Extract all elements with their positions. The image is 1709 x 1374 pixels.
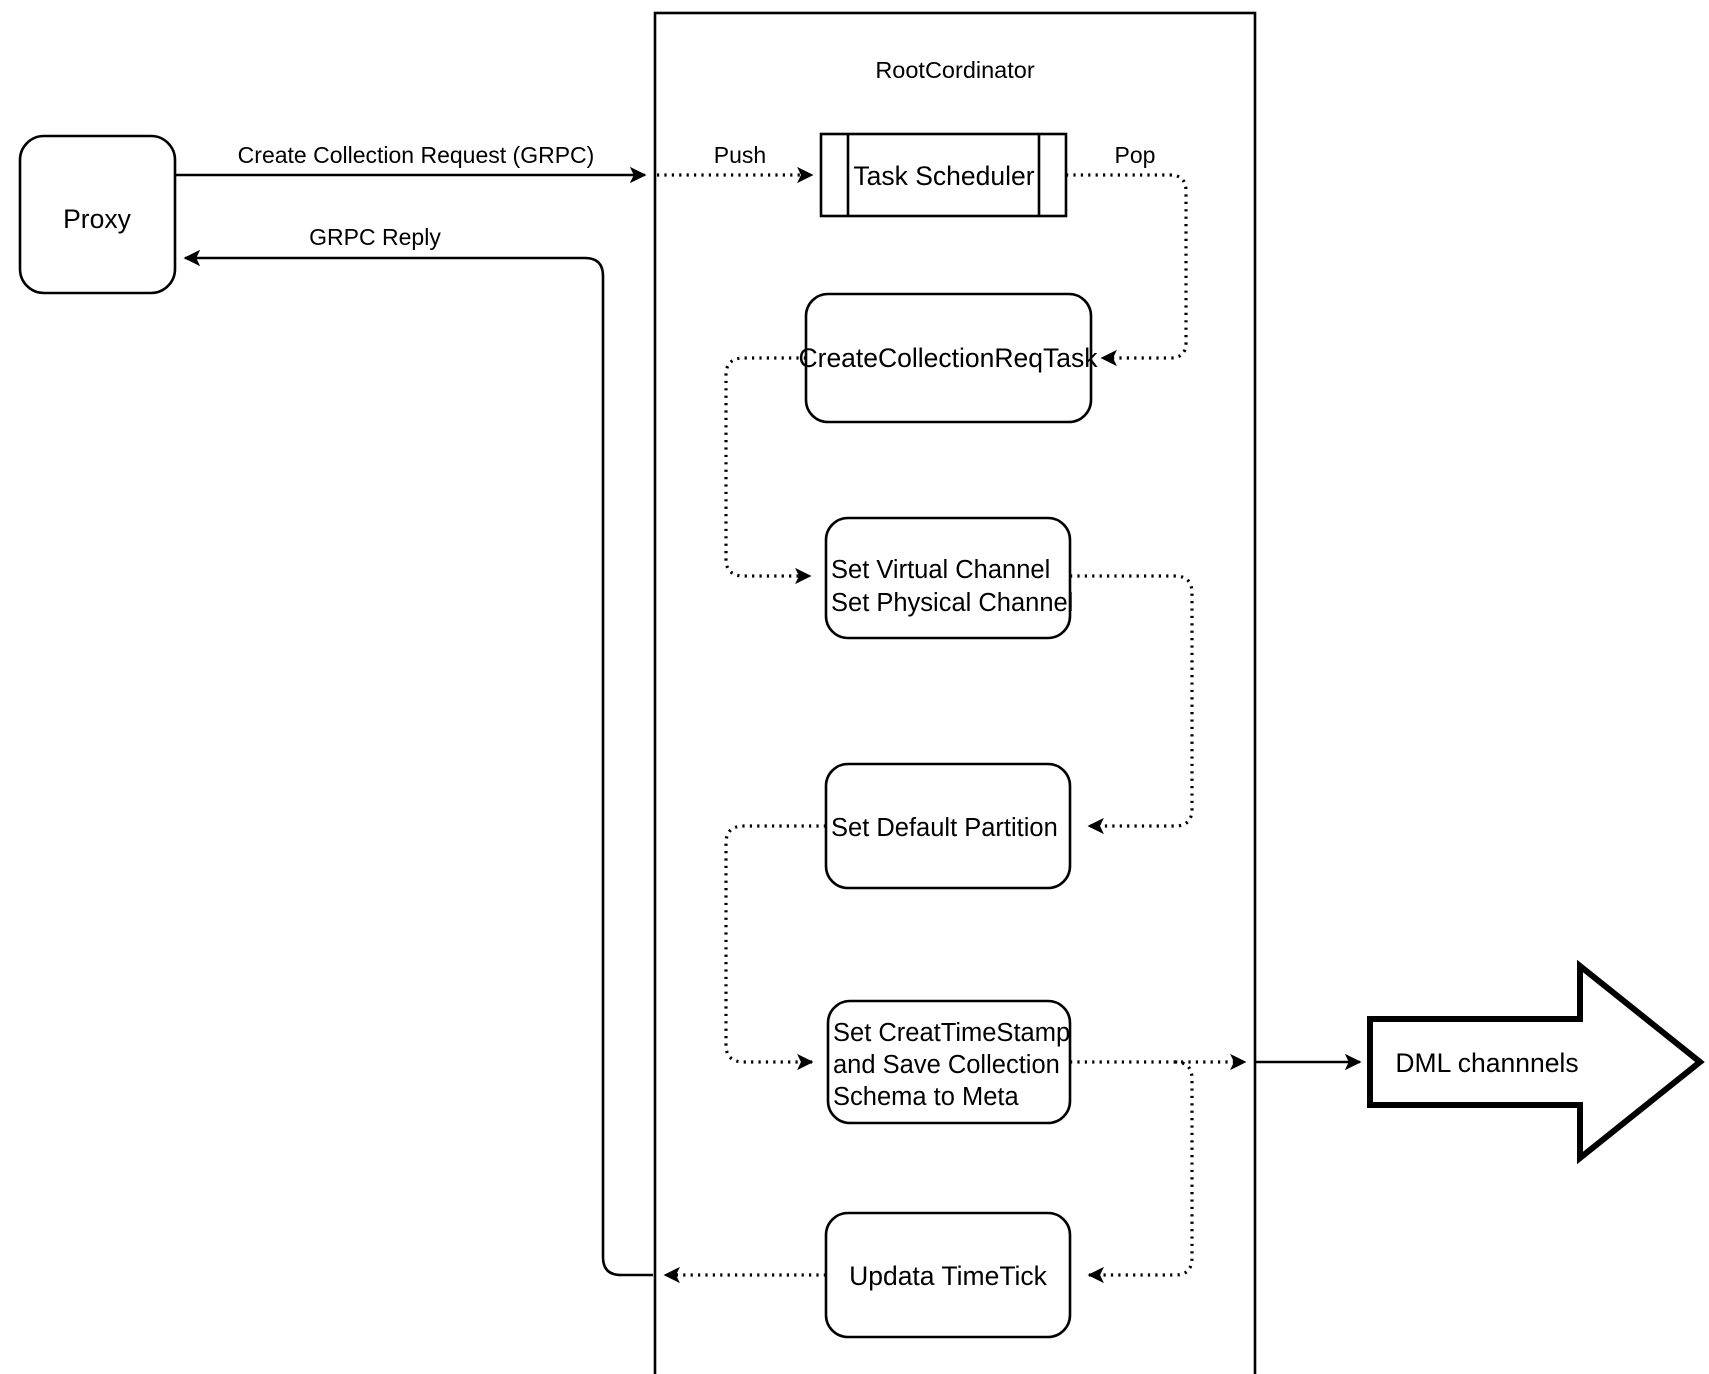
edge-label-push: Push — [714, 142, 766, 168]
node-set-createtimestamp-label-line2: and Save Collection — [833, 1051, 1060, 1079]
node-proxy[interactable]: Proxy — [18, 134, 177, 295]
node-create-collection-req-task-label: CreateCollectionReqTask — [798, 343, 1098, 373]
edge-pop: Pop — [1066, 142, 1188, 367]
node-task-scheduler-label: Task Scheduler — [853, 161, 1034, 191]
edge-label-create-collection-request: Create Collection Request (GRPC) — [238, 142, 595, 168]
node-set-channels[interactable]: Set Virtual Channel Set Physical Channel — [824, 516, 1073, 640]
edge-push: Push — [657, 142, 814, 184]
container-title: RootCordinator — [875, 57, 1035, 83]
edge-label-pop: Pop — [1115, 142, 1156, 168]
edge-label-grpc-reply: GRPC Reply — [309, 224, 441, 250]
node-set-channels-label-line1: Set Virtual Channel — [831, 556, 1050, 584]
node-set-channels-label-line2: Set Physical Channel — [831, 589, 1073, 617]
node-set-createtimestamp-label-line3: Schema to Meta — [833, 1083, 1019, 1111]
node-set-createtimestamp[interactable]: Set CreatTimeStamp and Save Collection S… — [826, 999, 1072, 1125]
node-proxy-label: Proxy — [63, 204, 131, 234]
rootcordinator-container: RootCordinator — [653, 11, 1257, 1374]
node-set-default-partition-label: Set Default Partition — [831, 814, 1058, 842]
node-set-createtimestamp-label-line1: Set CreatTimeStamp — [833, 1019, 1070, 1047]
edge-createtimestamp-to-updata-timetick — [1087, 1060, 1194, 1284]
edge-set-channels-to-default-partition — [1070, 574, 1194, 835]
node-updata-timetick[interactable]: Updata TimeTick — [824, 1211, 1072, 1339]
node-set-default-partition[interactable]: Set Default Partition — [824, 762, 1072, 890]
node-dml-channnels-label: DML channnels — [1395, 1048, 1578, 1078]
node-updata-timetick-label: Updata TimeTick — [849, 1261, 1048, 1291]
edge-task-to-set-channels — [724, 356, 812, 585]
edge-create-collection-request: Create Collection Request (GRPC) — [175, 142, 647, 184]
node-dml-channnels[interactable]: DML channnels — [1367, 959, 1705, 1165]
edge-grpc-reply: GRPC Reply — [183, 224, 653, 1277]
node-task-scheduler[interactable]: Task Scheduler — [819, 132, 1068, 218]
edge-default-partition-to-createtimestamp — [724, 824, 826, 1071]
node-create-collection-req-task[interactable]: CreateCollectionReqTask — [798, 292, 1098, 424]
